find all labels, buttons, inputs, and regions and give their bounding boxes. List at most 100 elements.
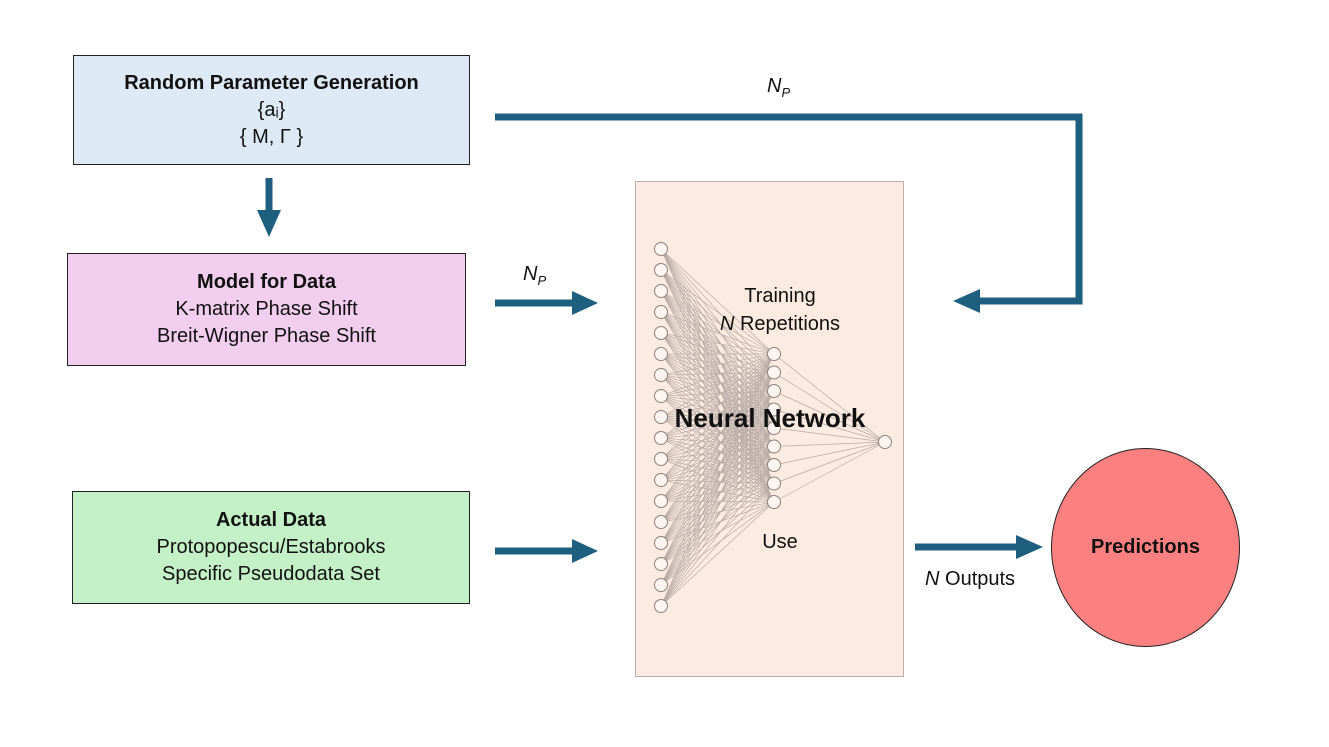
network-connection xyxy=(660,248,775,503)
network-connection xyxy=(660,427,775,439)
actual-data-title: Actual Data xyxy=(215,509,327,531)
network-connection xyxy=(660,248,775,429)
network-connection xyxy=(660,372,775,565)
network-connection xyxy=(660,446,775,502)
network-connection xyxy=(773,441,886,484)
network-connection xyxy=(660,395,775,484)
neural-network-title: Neural Network xyxy=(674,403,866,433)
network-connection xyxy=(660,311,775,392)
network-connection xyxy=(660,390,775,439)
network-neuron-layer-2 xyxy=(767,384,781,398)
network-connection xyxy=(660,483,775,565)
network-connection xyxy=(660,437,775,484)
model-for-data-title: Model for Data xyxy=(197,271,336,293)
network-connection xyxy=(660,446,775,607)
network-connection xyxy=(660,446,775,544)
network-connection xyxy=(660,427,775,460)
network-connection xyxy=(660,464,775,502)
network-connection xyxy=(660,390,775,565)
network-connection xyxy=(660,269,775,484)
network-connection xyxy=(660,353,775,447)
network-connection xyxy=(660,290,775,410)
network-connection xyxy=(660,290,775,429)
network-connection xyxy=(660,390,775,481)
network-neuron-layer-2 xyxy=(767,439,781,454)
network-connection xyxy=(660,427,775,586)
network-connection xyxy=(773,353,886,443)
network-connection xyxy=(660,409,775,523)
network-connection xyxy=(660,501,775,586)
network-connection xyxy=(660,290,775,503)
network-connection xyxy=(773,441,886,503)
network-connection xyxy=(660,311,775,466)
network-connection xyxy=(660,353,775,544)
network-connection xyxy=(660,409,775,565)
network-connection xyxy=(660,464,775,544)
model-for-data-line2: Breit-Wigner Phase Shift xyxy=(157,325,376,347)
network-connection xyxy=(660,409,775,439)
network-connection xyxy=(660,269,775,447)
network-connection xyxy=(660,395,775,466)
network-neuron-layer-1 xyxy=(654,557,668,571)
network-connection xyxy=(660,248,775,392)
network-connection xyxy=(660,427,775,502)
network-connection xyxy=(660,372,775,418)
network-connection xyxy=(773,441,886,447)
network-neuron-layer-2 xyxy=(767,421,781,435)
network-connection xyxy=(660,311,775,355)
network-connection xyxy=(660,269,775,373)
network-connection xyxy=(660,269,775,466)
network-connection xyxy=(660,290,775,392)
network-connection xyxy=(660,464,775,523)
network-connection xyxy=(660,479,775,484)
network-connection xyxy=(660,248,775,410)
network-connection xyxy=(660,390,775,544)
neural-network-graph xyxy=(654,242,892,613)
network-connection xyxy=(660,353,775,484)
network-connection xyxy=(660,458,775,466)
np-label-middle: NP xyxy=(523,263,547,288)
network-neuron-layer-1 xyxy=(654,578,668,592)
network-connection xyxy=(660,248,775,484)
network-neuron-layer-1 xyxy=(654,494,668,508)
network-connection xyxy=(660,374,775,484)
network-connection xyxy=(773,427,886,443)
network-neuron-layer-2 xyxy=(767,476,781,491)
network-connection xyxy=(660,437,775,466)
network-neuron-layer-2 xyxy=(767,365,781,380)
network-connection xyxy=(660,501,775,565)
network-connection xyxy=(660,311,775,484)
network-connection xyxy=(660,501,775,544)
network-connection xyxy=(660,500,775,503)
network-connection xyxy=(660,446,775,481)
network-neuron-layer-1 xyxy=(654,452,668,466)
network-connection xyxy=(660,446,775,460)
predictions-label: Predictions xyxy=(1091,536,1200,558)
network-neuron-layer-1 xyxy=(654,305,668,319)
network-connection xyxy=(660,353,775,373)
network-connection xyxy=(660,290,775,373)
network-connection xyxy=(660,332,775,484)
network-neuron-layer-1 xyxy=(654,284,668,298)
network-connection xyxy=(773,390,886,443)
network-connection xyxy=(660,374,775,466)
arrow-actual-to-network xyxy=(495,539,598,563)
network-connection xyxy=(660,446,775,586)
network-connection xyxy=(660,372,775,397)
network-connection xyxy=(660,409,775,607)
network-connection xyxy=(773,441,886,466)
random-parameter-line2: { M, Γ } xyxy=(239,125,304,148)
network-connection xyxy=(660,437,775,447)
network-connection xyxy=(660,332,775,373)
arrow-network-to-predictions xyxy=(915,535,1043,559)
use-label: Use xyxy=(762,531,798,553)
network-connection xyxy=(660,427,775,544)
network-connection xyxy=(660,446,775,523)
network-connection xyxy=(660,332,775,392)
network-connection xyxy=(660,416,775,466)
network-neuron-layer-1 xyxy=(654,326,668,340)
network-connection xyxy=(660,269,775,392)
actual-data-line2: Specific Pseudodata Set xyxy=(162,563,380,585)
network-connection xyxy=(660,372,775,502)
network-connection xyxy=(660,390,775,523)
